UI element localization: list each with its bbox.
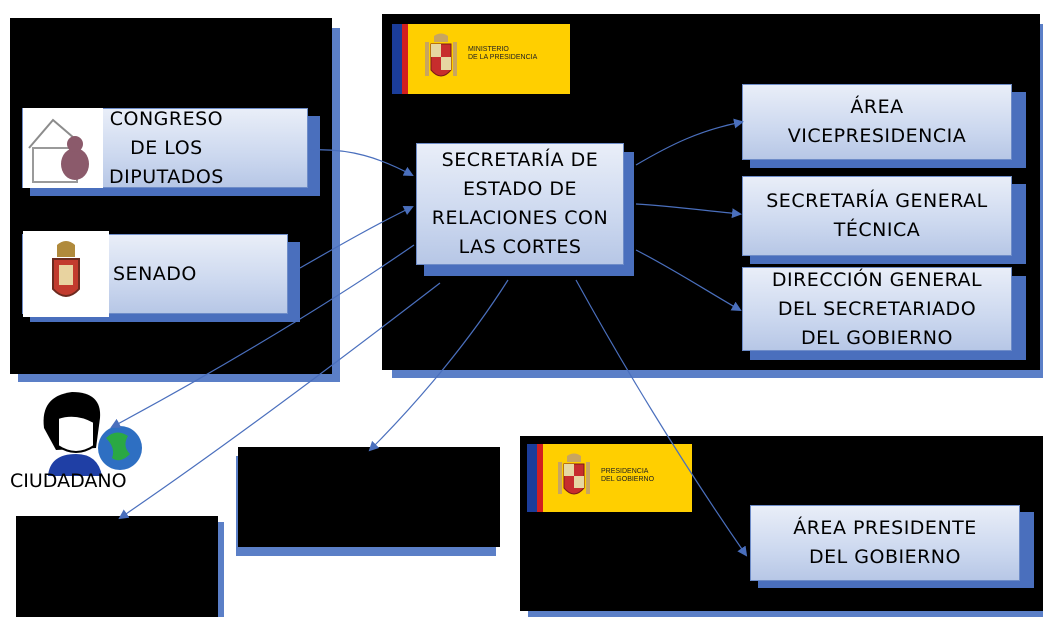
spain-stripe: [402, 24, 408, 94]
ministerio-logo: MINISTERIO DE LA PRESIDENCIA: [392, 24, 570, 94]
spain-stripe-2: [537, 444, 543, 512]
ciudadano-label: CIUDADANO: [10, 470, 127, 492]
eu-stripe: [392, 24, 402, 94]
secretaria-estado-label: SECRETARÍA DE ESTADO DE RELACIONES CON L…: [431, 149, 609, 258]
blank-panel-middle: [238, 447, 500, 547]
coat-of-arms-icon: [425, 33, 457, 77]
blank-panel-bottom-left: [16, 516, 218, 617]
congreso-label: CONGRESO DE LOS DIPUTADOS: [109, 107, 224, 188]
senado-box: SENADO: [22, 231, 288, 317]
secretaria-estado-box: SECRETARÍA DE ESTADO DE RELACIONES CON L…: [416, 143, 624, 265]
secretaria-general-tecnica-box: SECRETARÍA GENERAL TÉCNICA: [742, 176, 1012, 256]
area-presidente-label: ÁREA PRESIDENTE DEL GOBIERNO: [793, 517, 977, 568]
congreso-logo-icon: [23, 108, 103, 188]
coat-of-arms-icon: [558, 453, 590, 495]
senado-crest-icon: [23, 231, 109, 317]
secretaria-general-tecnica-label: SECRETARÍA GENERAL TÉCNICA: [766, 190, 988, 241]
ciudadano-icon: [43, 392, 142, 476]
senado-label: SENADO: [113, 262, 197, 285]
direccion-general-label: DIRECCIÓN GENERAL DEL SECRETARIADO DEL G…: [771, 268, 983, 349]
area-vicepresidencia-box: ÁREA VICEPRESIDENCIA: [742, 84, 1012, 160]
area-presidente-box: ÁREA PRESIDENTE DEL GOBIERNO: [750, 505, 1020, 581]
direccion-general-box: DIRECCIÓN GENERAL DEL SECRETARIADO DEL G…: [742, 267, 1012, 351]
eu-stripe-2: [527, 444, 537, 512]
area-vicepresidencia-label: ÁREA VICEPRESIDENCIA: [787, 96, 967, 147]
presidencia-logo-text: PRESIDENCIA DEL GOBIERNO: [601, 468, 655, 483]
presidencia-logo: PRESIDENCIA DEL GOBIERNO: [527, 444, 692, 512]
congreso-box: CONGRESO DE LOS DIPUTADOS: [22, 108, 308, 188]
ministerio-logo-text: MINISTERIO DE LA PRESIDENCIA: [468, 46, 538, 61]
